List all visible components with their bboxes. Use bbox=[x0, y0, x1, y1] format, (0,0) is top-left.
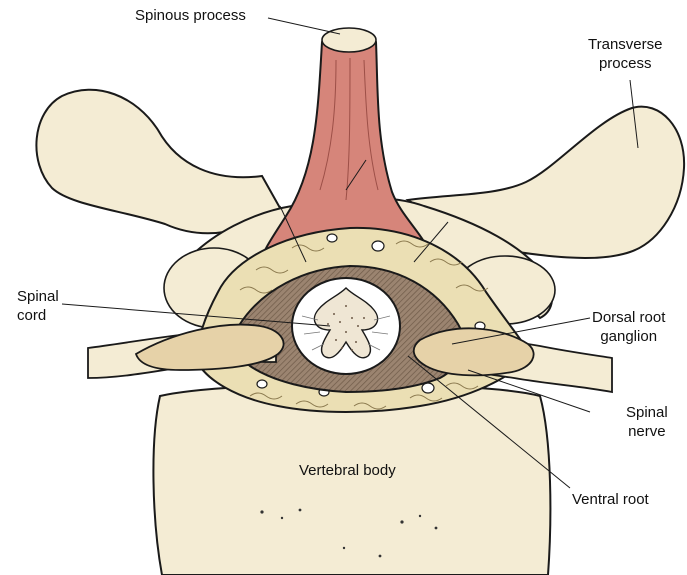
label-dorsal-root-ganglion-line2: ganglion bbox=[592, 327, 665, 346]
label-spinous-process-text: Spinous process bbox=[135, 6, 246, 25]
label-transverse-process-line2: process bbox=[588, 54, 662, 73]
label-spinal-nerve-line2: nerve bbox=[626, 422, 668, 441]
spinal-cord-shape bbox=[292, 278, 400, 374]
label-spinal-cord-line1: Spinal bbox=[17, 287, 59, 306]
label-transverse-process: Transverse process bbox=[588, 35, 662, 73]
label-spinous-process: Spinous process bbox=[135, 6, 246, 25]
label-spinal-cord-line2: cord bbox=[17, 306, 59, 325]
left-transverse-process-shape bbox=[36, 90, 280, 233]
label-ventral-root-text: Ventral root bbox=[572, 490, 649, 509]
label-dorsal-root-ganglion-line1: Dorsal root bbox=[592, 308, 665, 327]
label-dorsal-root-ganglion: Dorsal root ganglion bbox=[592, 308, 665, 346]
label-vertebral-body-text: Vertebral body bbox=[299, 461, 396, 480]
label-spinal-cord: Spinal cord bbox=[17, 287, 59, 325]
label-transverse-process-line1: Transverse bbox=[588, 35, 662, 54]
label-spinal-nerve: Spinal nerve bbox=[626, 403, 668, 441]
label-vertebral-body: Vertebral body bbox=[299, 461, 396, 480]
label-spinal-nerve-line1: Spinal bbox=[626, 403, 668, 422]
label-ventral-root: Ventral root bbox=[572, 490, 649, 509]
